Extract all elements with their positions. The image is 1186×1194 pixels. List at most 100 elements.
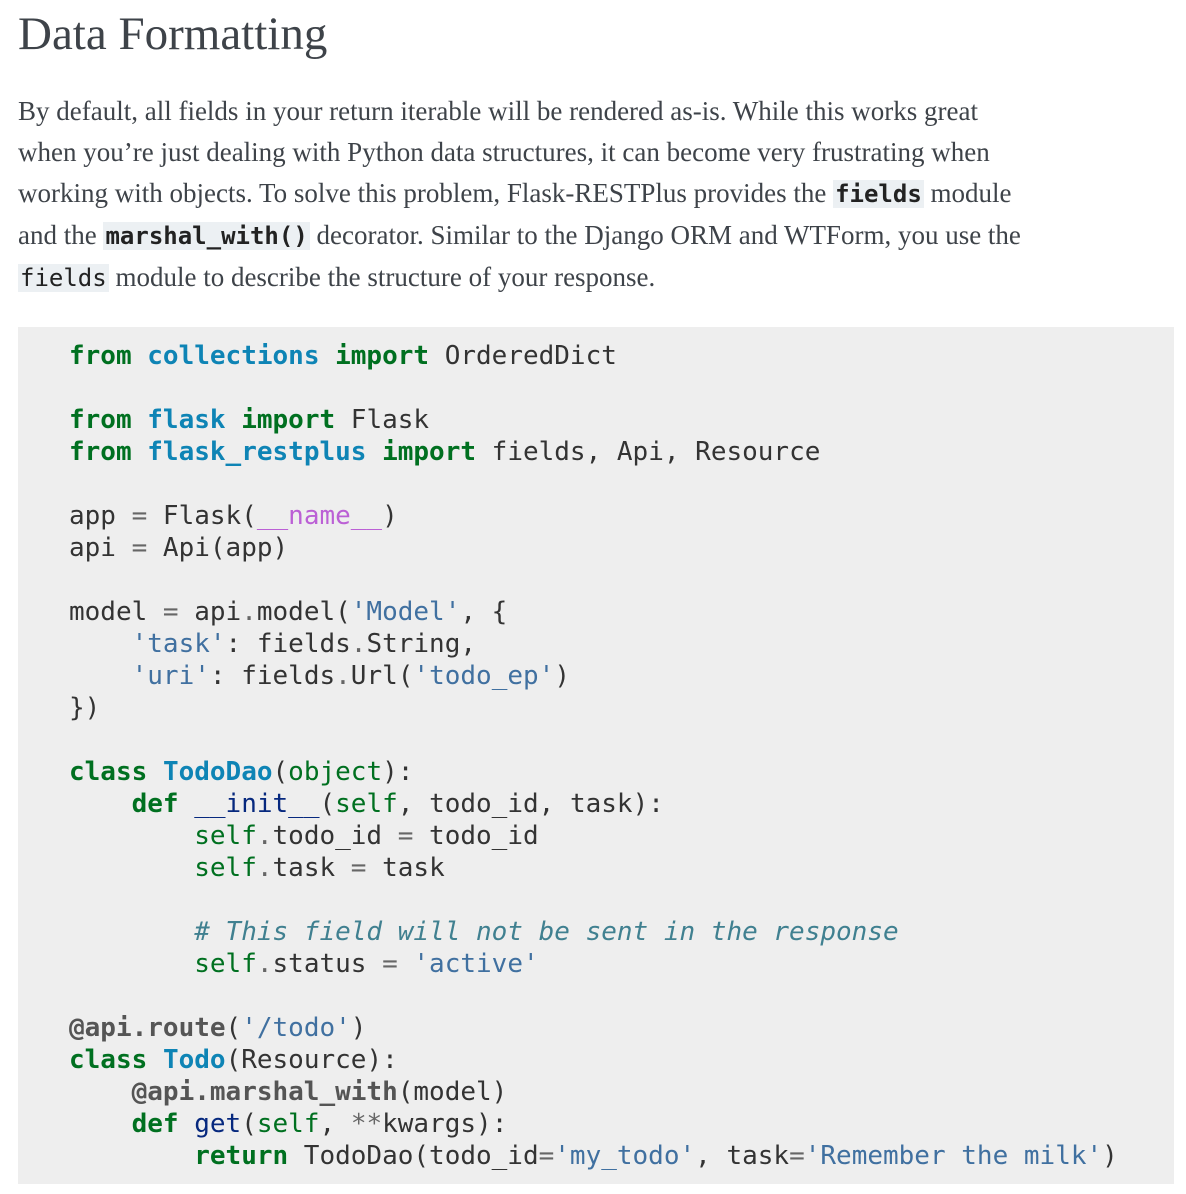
code-token: ( — [319, 789, 336, 819]
code-token — [319, 341, 335, 371]
code-token: (model) — [397, 1077, 508, 1107]
code-token: class — [69, 757, 148, 787]
page-title: Data Formatting — [18, 8, 328, 60]
code-line: api = Api(app) — [69, 532, 1118, 564]
code-token — [69, 661, 132, 691]
code-token: self — [194, 821, 257, 851]
code-token: return — [194, 1141, 289, 1171]
code-token: Url( — [350, 661, 414, 691]
code-line — [69, 468, 1118, 500]
code-token: , — [319, 1109, 351, 1139]
code-token: api — [69, 533, 132, 563]
intro-line: fields module to describe the structure … — [18, 257, 1174, 299]
code-token: ) — [382, 501, 398, 531]
code-token: def — [131, 789, 179, 819]
inline-code-marshal-with: marshal_with() — [103, 222, 310, 250]
code-line: from flask_restplus import fields, Api, … — [69, 436, 1118, 468]
code-token: OrderedDict — [429, 341, 617, 371]
code-token: = — [350, 853, 367, 883]
code-token: model — [69, 597, 163, 627]
code-token: : fields — [225, 629, 351, 659]
code-line: 'task': fields.String, — [69, 628, 1118, 660]
intro-text: decorator. Similar to the Django ORM and… — [309, 220, 1021, 250]
code-token: task — [272, 853, 351, 883]
code-token — [69, 821, 194, 851]
code-token: flask_restplus — [147, 437, 367, 467]
code-token: @api.marshal_with — [131, 1077, 398, 1107]
code-token: collections — [147, 341, 320, 371]
code-token — [147, 757, 163, 787]
code-token: . — [256, 821, 273, 851]
code-token: = — [397, 821, 414, 851]
code-line — [69, 564, 1118, 596]
code-token: ): — [382, 757, 414, 787]
intro-line: when you’re just dealing with Python dat… — [18, 137, 990, 167]
code-token — [69, 917, 194, 947]
code-token: 'todo_ep' — [413, 661, 555, 691]
code-token: }) — [69, 693, 101, 723]
code-token: = — [382, 949, 398, 979]
code-token: self — [256, 1109, 320, 1139]
code-token — [179, 789, 195, 819]
code-token: ) — [1102, 1141, 1118, 1171]
code-token: Todo — [162, 1045, 226, 1075]
code-token: flask — [147, 405, 226, 435]
code-line: def __init__(self, todo_id, task): — [69, 788, 1118, 820]
code-token: 'Model' — [350, 597, 461, 627]
code-token: status — [272, 949, 383, 979]
code-token: ( — [272, 757, 289, 787]
intro-paragraph: By default, all fields in your return it… — [18, 91, 1174, 299]
code-token: task — [366, 853, 445, 883]
code-line: # This field will not be sent in the res… — [69, 916, 1118, 948]
code-token: = — [131, 533, 148, 563]
code-token — [366, 437, 382, 467]
code-token: Flask( — [147, 501, 257, 531]
intro-text: module — [923, 178, 1012, 208]
code-token: model( — [256, 597, 351, 627]
code-token — [69, 1141, 194, 1171]
code-token: def — [131, 1109, 179, 1139]
code-token: self — [194, 949, 257, 979]
code-line: class Todo(Resource): — [69, 1044, 1118, 1076]
code-token: import — [241, 405, 336, 435]
code-token: TodoDao — [162, 757, 273, 787]
code-line: app = Flask(__name__) — [69, 500, 1118, 532]
code-token: : fields — [209, 661, 336, 691]
code-token: ( — [225, 1013, 242, 1043]
code-token: String, — [366, 629, 477, 659]
code-line — [69, 372, 1118, 404]
code-token: 'Remember the milk' — [804, 1141, 1103, 1171]
code-token — [398, 949, 414, 979]
intro-line: By default, all fields in your return it… — [18, 96, 978, 126]
code-token: . — [335, 661, 351, 691]
code-line: return TodoDao(todo_id='my_todo', task='… — [69, 1140, 1118, 1172]
code-token — [69, 789, 132, 819]
code-token: . — [256, 949, 273, 979]
inline-code-fields: fields — [18, 264, 109, 292]
code-token: ) — [350, 1013, 367, 1043]
code-token: TodoDao(todo_id — [288, 1141, 539, 1171]
code-token: . — [350, 629, 367, 659]
code-token — [226, 405, 242, 435]
code-token: kwargs): — [382, 1109, 508, 1139]
code-token: self — [335, 789, 398, 819]
code-token: todo_id — [272, 821, 398, 851]
code-token: . — [241, 597, 257, 627]
code-line — [69, 980, 1118, 1012]
code-token: 'my_todo' — [554, 1141, 696, 1171]
code-token: __name__ — [256, 501, 383, 531]
intro-line: working with objects. To solve this prob… — [18, 173, 1174, 215]
code-token: object — [288, 757, 383, 787]
code-token — [179, 1109, 195, 1139]
code-token: class — [69, 1045, 148, 1075]
code-line — [69, 724, 1118, 756]
code-token: __init__ — [194, 789, 320, 819]
code-line: @api.route('/todo') — [69, 1012, 1118, 1044]
code-token — [147, 1045, 163, 1075]
code-token: fields, Api, Resource — [476, 437, 821, 467]
code-token: = — [162, 597, 179, 627]
code-line: class TodoDao(object): — [69, 756, 1118, 788]
code-token: 'task' — [131, 629, 226, 659]
code-token — [132, 341, 148, 371]
